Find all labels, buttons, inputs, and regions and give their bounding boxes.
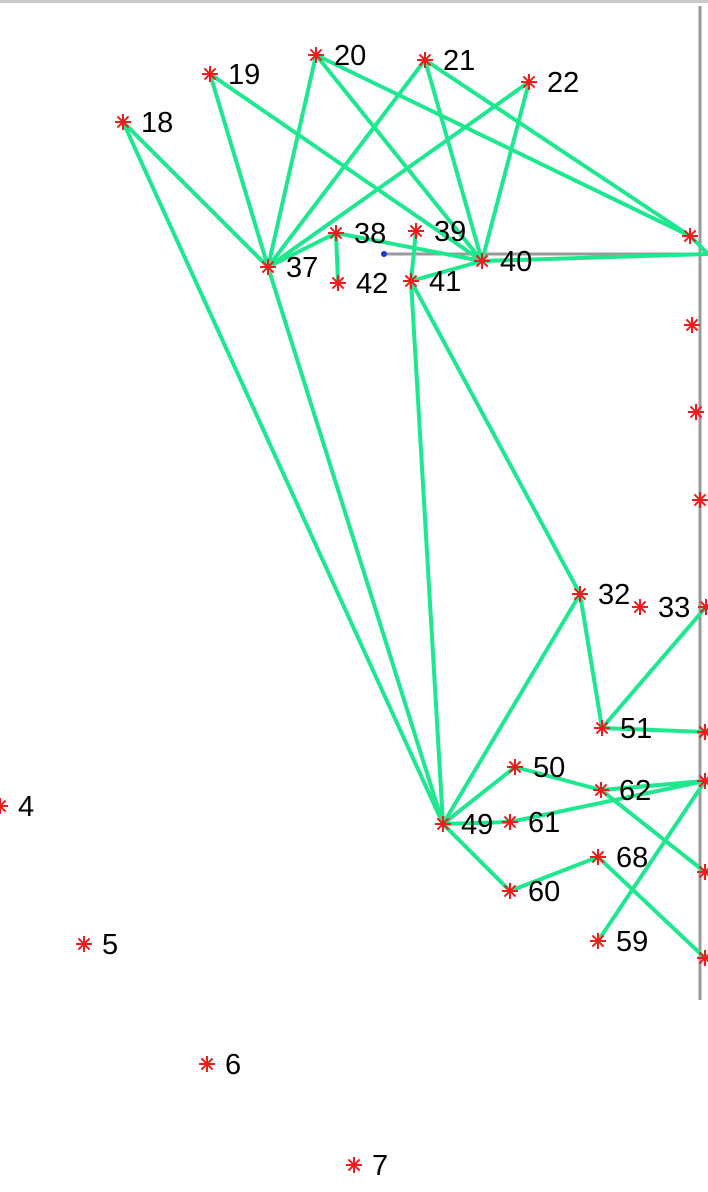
node-marker-32 xyxy=(572,586,588,602)
node-label-59: 59 xyxy=(616,926,648,958)
node-marker-r9 xyxy=(697,950,708,966)
node-marker-37 xyxy=(260,259,276,275)
edge-p50-p62 xyxy=(513,765,603,792)
node-label-7: 7 xyxy=(372,1150,388,1182)
node-marker-61 xyxy=(502,814,518,830)
node-marker-4 xyxy=(0,798,8,814)
node-marker-r2 xyxy=(684,317,700,333)
node-label-41: 41 xyxy=(429,266,461,298)
node-label-38: 38 xyxy=(354,218,386,250)
edge-p21-p40 xyxy=(423,58,484,263)
node-marker-59 xyxy=(590,933,606,949)
edge-p62-r7 xyxy=(599,779,707,792)
edge-p51-r5 xyxy=(600,605,708,730)
node-marker-60 xyxy=(502,883,518,899)
edge-p41-p40 xyxy=(409,259,484,283)
node-marker-r8 xyxy=(697,864,708,880)
node-marker-5 xyxy=(76,936,92,952)
edge-p37-p49 xyxy=(266,265,445,826)
node-label-5: 5 xyxy=(102,929,118,961)
edge-p50-p49 xyxy=(441,765,517,826)
edge-p39-p41 xyxy=(409,229,418,283)
node-marker-51 xyxy=(594,720,610,736)
node-label-6: 6 xyxy=(225,1049,241,1081)
edge-layer xyxy=(121,53,708,960)
edge-p59-r7 xyxy=(596,779,707,943)
edge-p21-r1 xyxy=(423,58,692,238)
edge-p49-p60 xyxy=(441,822,512,893)
edge-p38-p42 xyxy=(334,231,340,285)
node-label-42: 42 xyxy=(356,268,388,300)
node-label-37: 37 xyxy=(286,252,318,284)
edge-p18-p49 xyxy=(121,120,445,826)
edge-p18-p37 xyxy=(121,120,270,269)
node-label-20: 20 xyxy=(334,40,366,72)
node-marker-r1 xyxy=(682,228,698,244)
edge-p40-edgeR xyxy=(480,252,708,263)
edge-p60-p68 xyxy=(508,855,600,893)
node-marker-r6 xyxy=(697,724,708,740)
node-marker-62 xyxy=(593,782,609,798)
node-label-39: 39 xyxy=(434,216,466,248)
node-label-4: 4 xyxy=(18,791,34,823)
edge-p41-p49 xyxy=(409,279,445,826)
node-marker-33 xyxy=(632,599,648,615)
node-label-68: 68 xyxy=(616,842,648,874)
edge-p19-p40 xyxy=(208,72,484,263)
node-marker-22 xyxy=(521,74,537,90)
node-label-33: 33 xyxy=(658,592,690,624)
node-label-50: 50 xyxy=(533,752,565,784)
edge-p22-p37 xyxy=(266,80,531,269)
edge-p37-p38 xyxy=(266,231,338,269)
node-label-18: 18 xyxy=(141,107,173,139)
node-marker-68 xyxy=(590,849,606,865)
edge-p32-p51 xyxy=(578,592,604,730)
node-marker-6 xyxy=(199,1056,215,1072)
edge-p22-p40 xyxy=(480,80,531,263)
node-marker-21 xyxy=(417,52,433,68)
node-marker-40 xyxy=(474,253,490,269)
node-marker-39 xyxy=(408,223,424,239)
node-marker-r7 xyxy=(697,773,708,789)
node-label-60: 60 xyxy=(528,876,560,908)
node-marker-49 xyxy=(435,816,451,832)
node-marker-r4 xyxy=(692,492,708,508)
marker-layer: 4 5 6 7 18 19 20 21 22 37 38 39 40 41 42 32 33 51 50 62 49 61… xyxy=(0,40,708,1182)
edge-p51-r6 xyxy=(600,726,707,734)
node-label-49: 49 xyxy=(461,809,493,841)
node-marker-7 xyxy=(346,1157,362,1173)
edge-p20-p37 xyxy=(266,53,318,269)
edge-p49-p61 xyxy=(441,820,512,826)
blue-dot-marker xyxy=(381,251,387,257)
node-marker-38 xyxy=(328,225,344,241)
node-label-22: 22 xyxy=(547,67,579,99)
edge-p61-r7 xyxy=(508,779,707,824)
edge-p20-p40 xyxy=(314,53,484,263)
node-label-21: 21 xyxy=(443,45,475,77)
node-label-61: 61 xyxy=(528,807,560,839)
node-marker-50 xyxy=(507,759,523,775)
node-label-19: 19 xyxy=(228,59,260,91)
node-marker-r3 xyxy=(688,404,704,420)
node-label-32: 32 xyxy=(598,579,630,611)
edge-p21-p37 xyxy=(266,58,427,269)
node-marker-42 xyxy=(330,275,346,291)
edge-p38-p40 xyxy=(334,231,484,263)
node-marker-18 xyxy=(115,114,131,130)
edge-p32-p49 xyxy=(441,592,582,826)
node-marker-20 xyxy=(308,47,324,63)
node-marker-41 xyxy=(403,273,419,289)
edge-p41-p32 xyxy=(409,279,582,596)
node-marker-r5 xyxy=(698,599,708,615)
edge-p20-r1 xyxy=(314,53,692,238)
node-marker-19 xyxy=(202,66,218,82)
edge-p19-p37 xyxy=(208,72,270,269)
top-frame-line xyxy=(0,0,708,3)
node-label-62: 62 xyxy=(619,775,651,807)
edge-p68-r9 xyxy=(596,855,707,960)
node-label-51: 51 xyxy=(620,713,652,745)
node-label-40: 40 xyxy=(500,246,532,278)
edge-p62-r8 xyxy=(599,788,707,874)
